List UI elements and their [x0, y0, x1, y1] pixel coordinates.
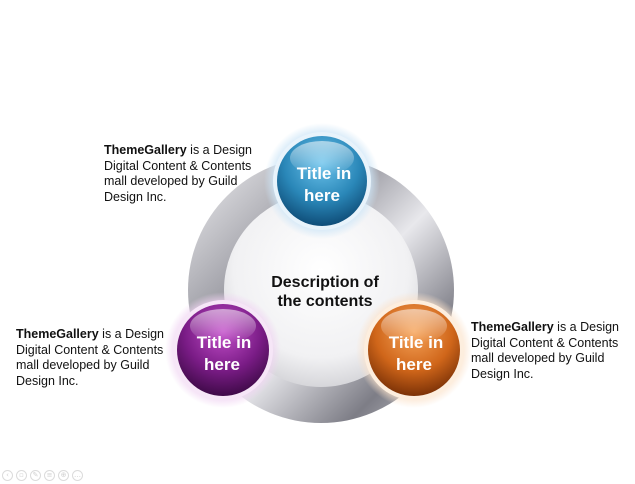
more-icon[interactable]: …: [72, 470, 83, 481]
caption-right-brand: ThemeGallery: [471, 320, 554, 334]
caption-top-text: is a Design Digital Content & Contents m…: [104, 143, 252, 204]
node-top-title-line1: Title in: [297, 164, 351, 183]
node-right[interactable]: Title in here: [356, 292, 472, 408]
node-top-gloss: [290, 141, 354, 175]
caption-top: ThemeGallery is a Design Digital Content…: [104, 143, 264, 205]
caption-left-brand: ThemeGallery: [16, 327, 99, 341]
node-left-title-line1: Title in: [197, 333, 251, 352]
prev-icon[interactable]: ‹: [2, 470, 13, 481]
caption-left-text: is a Design Digital Content & Contents m…: [16, 327, 164, 388]
node-left-title-line2: here: [204, 355, 240, 374]
caption-right-text: is a Design Digital Content & Contents m…: [471, 320, 619, 381]
node-right-title-line2: here: [396, 355, 432, 374]
node-right-title-line1: Title in: [389, 333, 443, 352]
caption-right: ThemeGallery is a Design Digital Content…: [471, 320, 631, 382]
slides-icon[interactable]: ▫: [16, 470, 27, 481]
node-top-title-line2: here: [304, 186, 340, 205]
node-top[interactable]: Title in here: [264, 123, 380, 239]
zoom-icon[interactable]: ⊕: [58, 470, 69, 481]
menu-icon[interactable]: ≡: [44, 470, 55, 481]
caption-top-brand: ThemeGallery: [104, 143, 187, 157]
slideshow-toolbar: ‹ ▫ ✎ ≡ ⊕ …: [2, 470, 83, 481]
pen-icon[interactable]: ✎: [30, 470, 41, 481]
center-text-line1: Description of: [271, 274, 379, 291]
node-right-gloss: [381, 309, 447, 343]
node-left[interactable]: Title in here: [165, 292, 281, 408]
center-text-line2: the contents: [277, 293, 372, 310]
caption-left: ThemeGallery is a Design Digital Content…: [16, 327, 176, 389]
node-left-gloss: [190, 309, 256, 343]
